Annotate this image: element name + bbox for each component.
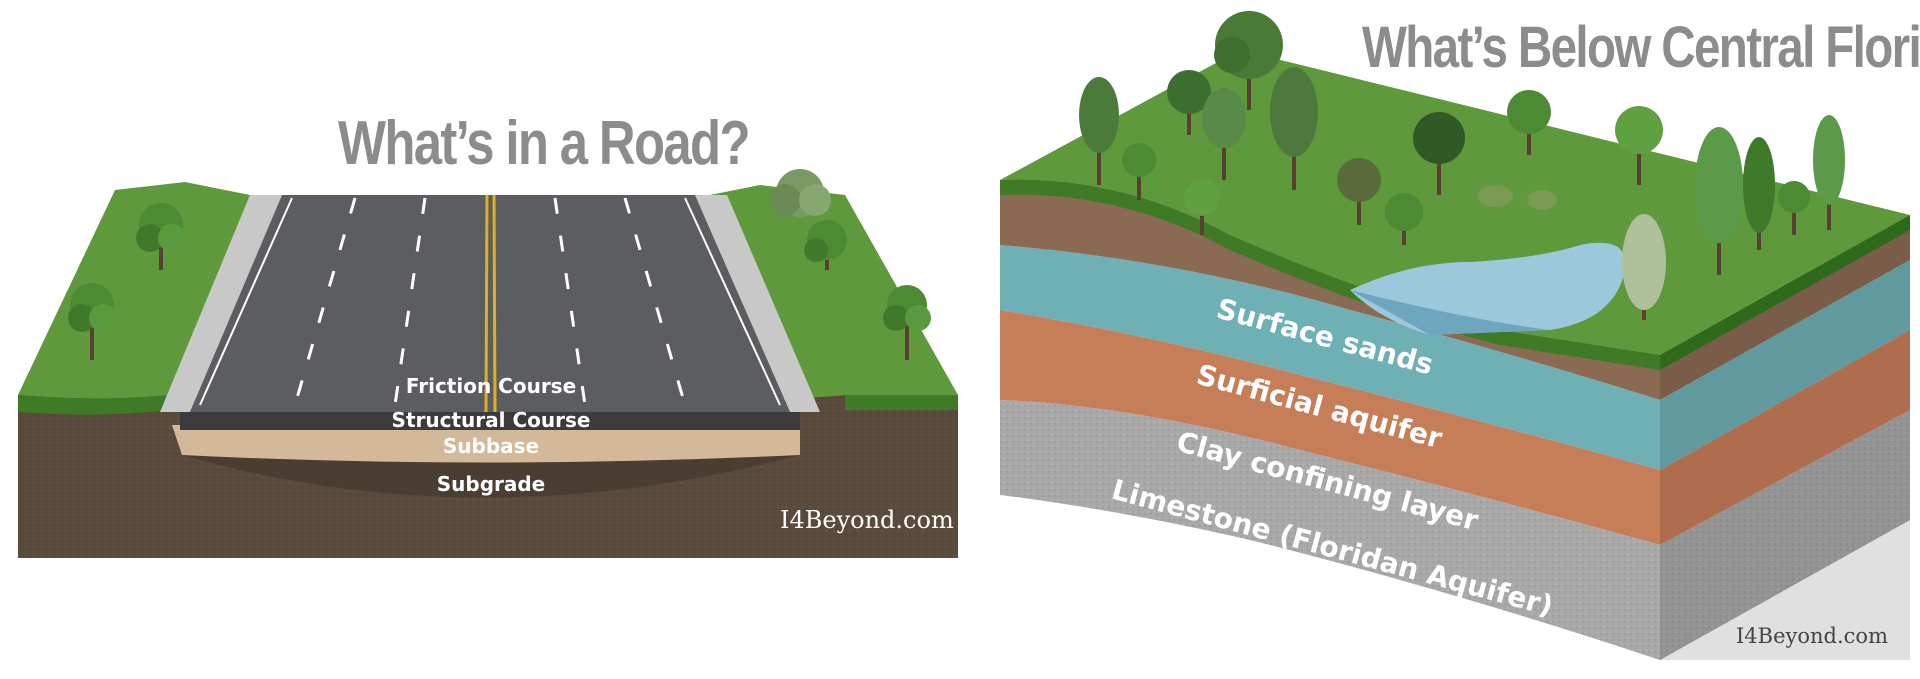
- road-subgrade-mound: [182, 455, 800, 498]
- geology-title: What’s Below Central Florida?: [1362, 15, 1920, 80]
- road-label-subgrade: Subgrade: [437, 472, 546, 496]
- road-center-line: [484, 194, 497, 413]
- geo-layer-clay: [1000, 310, 1660, 545]
- road-label-subbase: Subbase: [443, 434, 539, 458]
- road-label-structural: Structural Course: [392, 408, 591, 432]
- road-diagram: Friction Course Structural Course Subbas…: [18, 169, 958, 558]
- road-title: What’s in a Road?: [338, 109, 751, 178]
- road-credit: I4Beyond.com: [780, 506, 954, 534]
- road-trees: [68, 169, 931, 360]
- road-curb-left: [160, 195, 282, 412]
- road-grass-left: [18, 182, 250, 399]
- road-subbase-layer: [172, 425, 800, 463]
- road-curb-right: [695, 195, 820, 412]
- geology-credit: I4Beyond.com: [1736, 624, 1888, 648]
- road-structural-layer: [180, 410, 800, 430]
- road-label-friction: Friction Course: [406, 374, 576, 398]
- geology-diagram: Surface sands Surficial aquifer Clay con…: [1000, 11, 1910, 660]
- geo-trees: [1079, 11, 1845, 320]
- geo-layer-surficial-aquifer: [1000, 245, 1660, 470]
- geo-layer-limestone: [1000, 400, 1660, 660]
